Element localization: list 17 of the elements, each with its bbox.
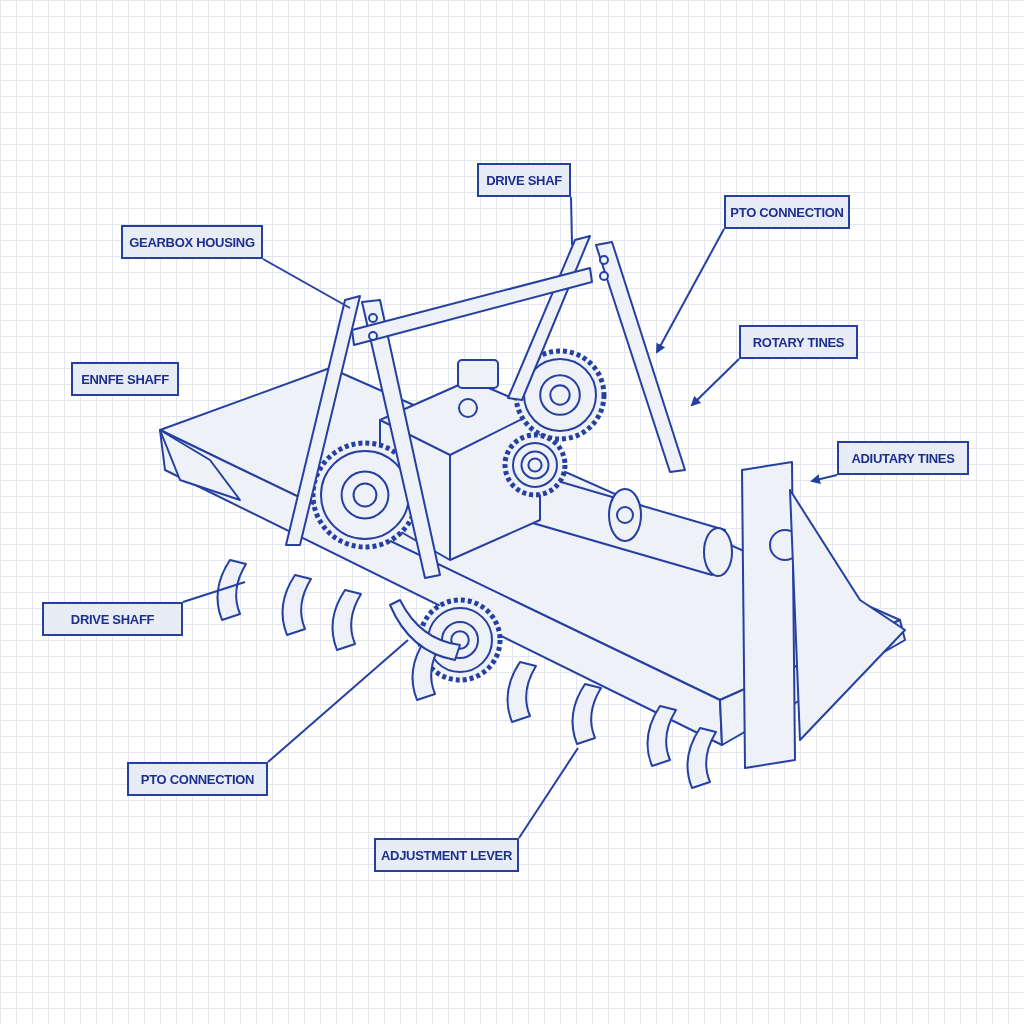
callout-label: PTO CONNECTION <box>724 195 850 229</box>
leader-line <box>518 747 579 839</box>
callout-label: PTO CONNECTION <box>127 762 268 796</box>
leader-arrow <box>690 358 740 407</box>
leader-line <box>262 258 351 309</box>
callout-label: DRIVE SHAF <box>477 163 571 197</box>
leader-line <box>267 639 409 763</box>
leader-line <box>182 581 246 603</box>
callout-label: DRIVE SHAFF <box>42 602 183 636</box>
callout-label: GEARBOX HOUSING <box>121 225 263 259</box>
leader-line <box>570 196 573 246</box>
leader-arrow <box>810 474 838 484</box>
callout-label: ADJUSTMENT LEVER <box>374 838 519 872</box>
callout-label: ROTARY TINES <box>739 325 858 359</box>
callout-label: ADIUTARY TINES <box>837 441 969 475</box>
leader-arrow <box>656 228 725 354</box>
callout-label: ENNFE SHAFF <box>71 362 179 396</box>
